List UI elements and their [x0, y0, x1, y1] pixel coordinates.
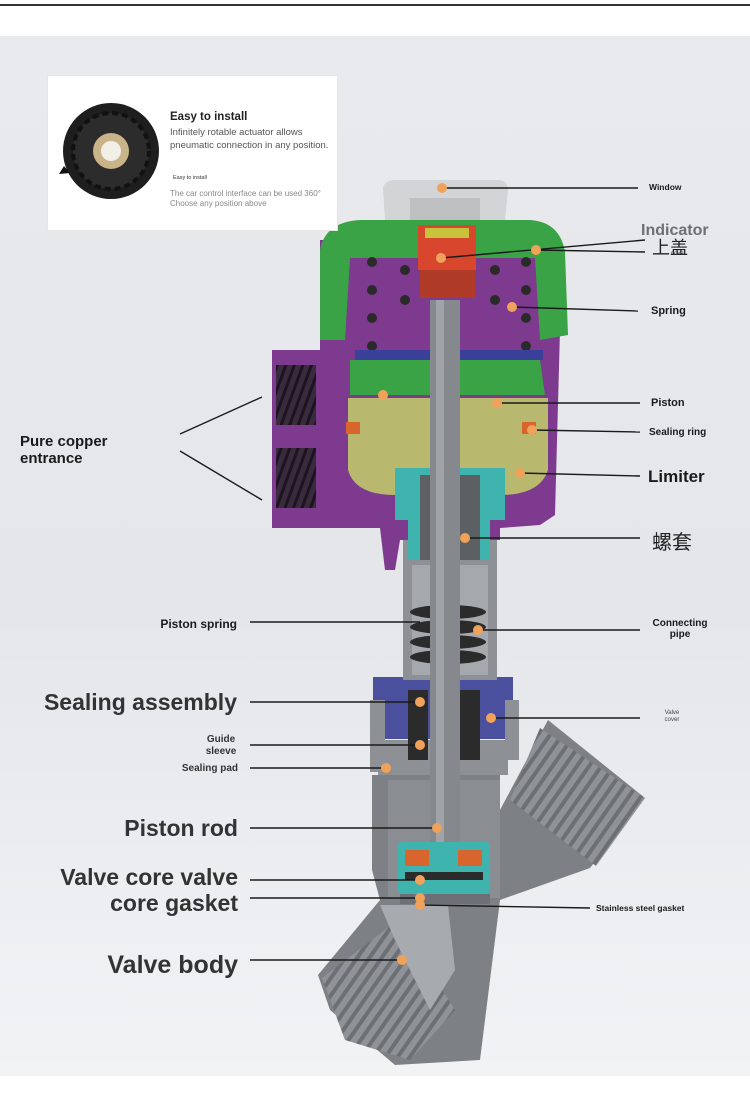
label-connecting-pipe: Connecting pipe — [648, 618, 712, 640]
label-entrance: entrance — [20, 450, 83, 467]
label-connecting: Connecting — [652, 618, 708, 629]
label-guide: Guide — [206, 734, 236, 745]
label-cover-zh: 上盖 — [652, 238, 688, 258]
label-limiter: Limiter — [648, 467, 705, 486]
label-piston-spring: Piston spring — [160, 617, 237, 631]
label-pure-copper: Pure copper — [20, 433, 108, 450]
window-glass — [410, 198, 480, 220]
label-piston: Piston — [651, 397, 685, 409]
label-valve-cover-2: cover — [664, 717, 680, 723]
label-valve-cover: Valve cover — [656, 710, 688, 724]
indicator-top — [425, 228, 469, 238]
label-spring: Spring — [651, 305, 686, 317]
inset-description: Infinitely rotable actuator allows pneum… — [170, 127, 329, 151]
label-indicator: Indicator — [641, 222, 709, 239]
label-valve-core-2: core gasket — [110, 890, 238, 916]
label-cover: cover — [671, 251, 686, 257]
label-valve-core-gasket: Valve core valve core gasket — [0, 864, 238, 916]
label-stainless-steel-gasket: Stainless steel gasket — [596, 903, 685, 913]
inset-small-label: Easy to install — [173, 175, 207, 181]
label-pipe: pipe — [669, 629, 691, 640]
label-guide-sleeve: Guide sleeve — [195, 734, 247, 758]
inset-title: Easy to install — [170, 111, 248, 123]
label-sealing-ring: Sealing ring — [649, 427, 707, 438]
label-window: Window — [649, 182, 682, 192]
sealing-ring-left — [346, 422, 360, 434]
label-sealing-pad: Sealing pad — [181, 763, 238, 774]
piston-rod — [430, 300, 460, 900]
label-valve-core-1: Valve core valve — [60, 864, 238, 890]
label-valve-cover-1: Valve — [664, 710, 680, 716]
actuator-top-view-icon — [59, 103, 159, 199]
indicator-stem — [420, 270, 475, 298]
label-sleeve: sleeve — [205, 746, 237, 757]
main-spring — [367, 257, 531, 351]
leader-dots — [378, 183, 541, 965]
inset-note: The car control interface can be used 36… — [170, 189, 321, 208]
top-rule — [0, 4, 750, 6]
install-inset: Easy to install Infinitely rotable actua… — [47, 75, 338, 231]
leader-lines — [179, 187, 646, 961]
label-nut-zh: 螺套 — [652, 532, 692, 554]
label-piston-rod: Piston rod — [124, 815, 238, 841]
valve-core — [398, 842, 490, 904]
label-pure-copper-entrance: Pure copper entrance — [20, 433, 108, 467]
piston-rod-highlight — [436, 300, 444, 900]
label-valve-body: Valve body — [107, 951, 238, 979]
label-sealing-assembly: Sealing assembly — [43, 689, 237, 715]
